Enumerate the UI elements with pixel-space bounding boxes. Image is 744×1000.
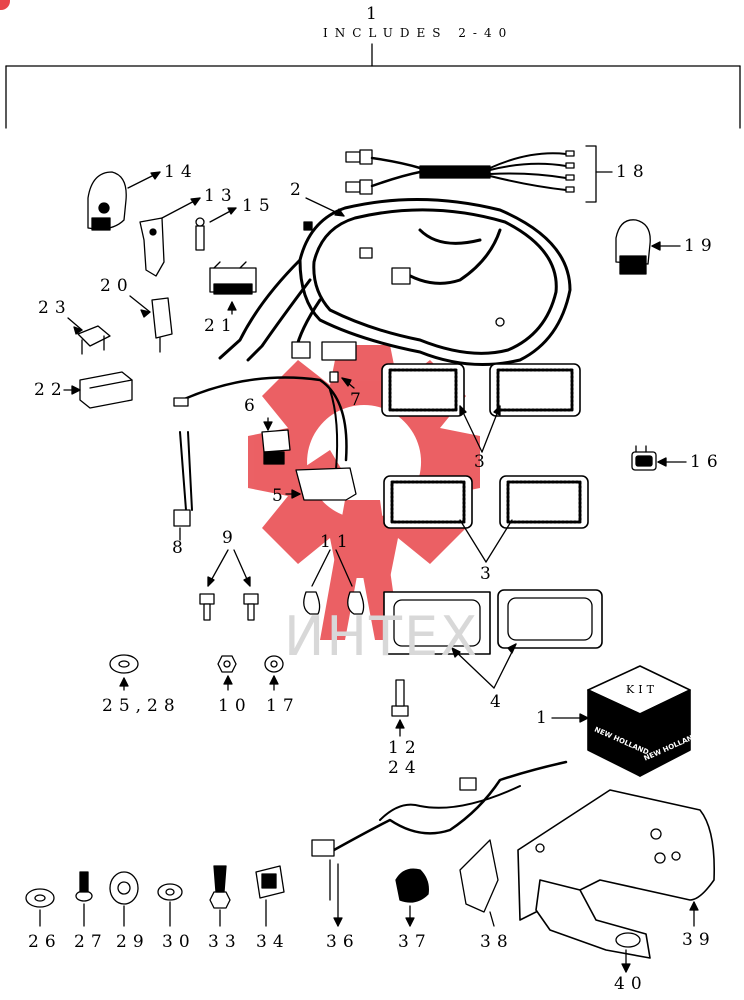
- callout-39: 39: [682, 930, 716, 950]
- part-14-lamp: [87, 171, 127, 231]
- corner-badge: [0, 0, 10, 10]
- callout-19: 19: [684, 236, 718, 256]
- callout-14: 14: [164, 162, 198, 182]
- callout-27: 27: [74, 932, 108, 952]
- assembly-number: 1: [366, 4, 377, 24]
- callout-9: 9: [222, 528, 239, 548]
- callout-20: 20: [100, 276, 134, 296]
- callout-23: 23: [38, 298, 72, 318]
- callout-25-28: 25,28: [102, 696, 181, 716]
- callout-40: 40: [614, 974, 648, 994]
- part-4-bezels: [383, 589, 603, 655]
- callout-13: 13: [204, 186, 238, 206]
- callout-7: 7: [350, 390, 367, 410]
- callout-1: 1: [536, 708, 553, 728]
- callout-26: 26: [28, 932, 62, 952]
- callout-29: 29: [116, 932, 150, 952]
- callout-38: 38: [480, 932, 514, 952]
- callout-12: 12: [388, 738, 422, 758]
- callout-3a: 3: [474, 452, 491, 472]
- callout-34: 34: [256, 932, 290, 952]
- includes-text: INCLUDES 2-40: [323, 26, 514, 40]
- callout-24: 24: [388, 758, 422, 778]
- kit-label: KIT: [626, 683, 658, 696]
- callout-36: 36: [326, 932, 360, 952]
- callout-22: 22: [34, 380, 68, 400]
- callout-4: 4: [490, 692, 507, 712]
- kit-box: [587, 665, 691, 777]
- callout-18: 18: [616, 162, 650, 182]
- callout-17: 17: [266, 696, 300, 716]
- callout-16: 16: [690, 452, 724, 472]
- watermark-text: ИНТЕХ: [284, 605, 480, 668]
- part-18-harness: [345, 149, 575, 195]
- callout-30: 30: [162, 932, 196, 952]
- callout-6: 6: [244, 396, 261, 416]
- callout-15: 15: [242, 196, 276, 216]
- callout-37: 37: [398, 932, 432, 952]
- callout-11: 11: [320, 532, 354, 552]
- callout-33: 33: [208, 932, 242, 952]
- callout-2: 2: [290, 180, 307, 200]
- callout-10: 10: [218, 696, 252, 716]
- callout-3b: 3: [480, 564, 497, 584]
- part-19-lamp: [615, 219, 651, 275]
- callout-21: 21: [204, 316, 238, 336]
- part-3-work-lamps: [381, 363, 589, 529]
- callout-8: 8: [172, 538, 189, 558]
- callout-5: 5: [272, 486, 289, 506]
